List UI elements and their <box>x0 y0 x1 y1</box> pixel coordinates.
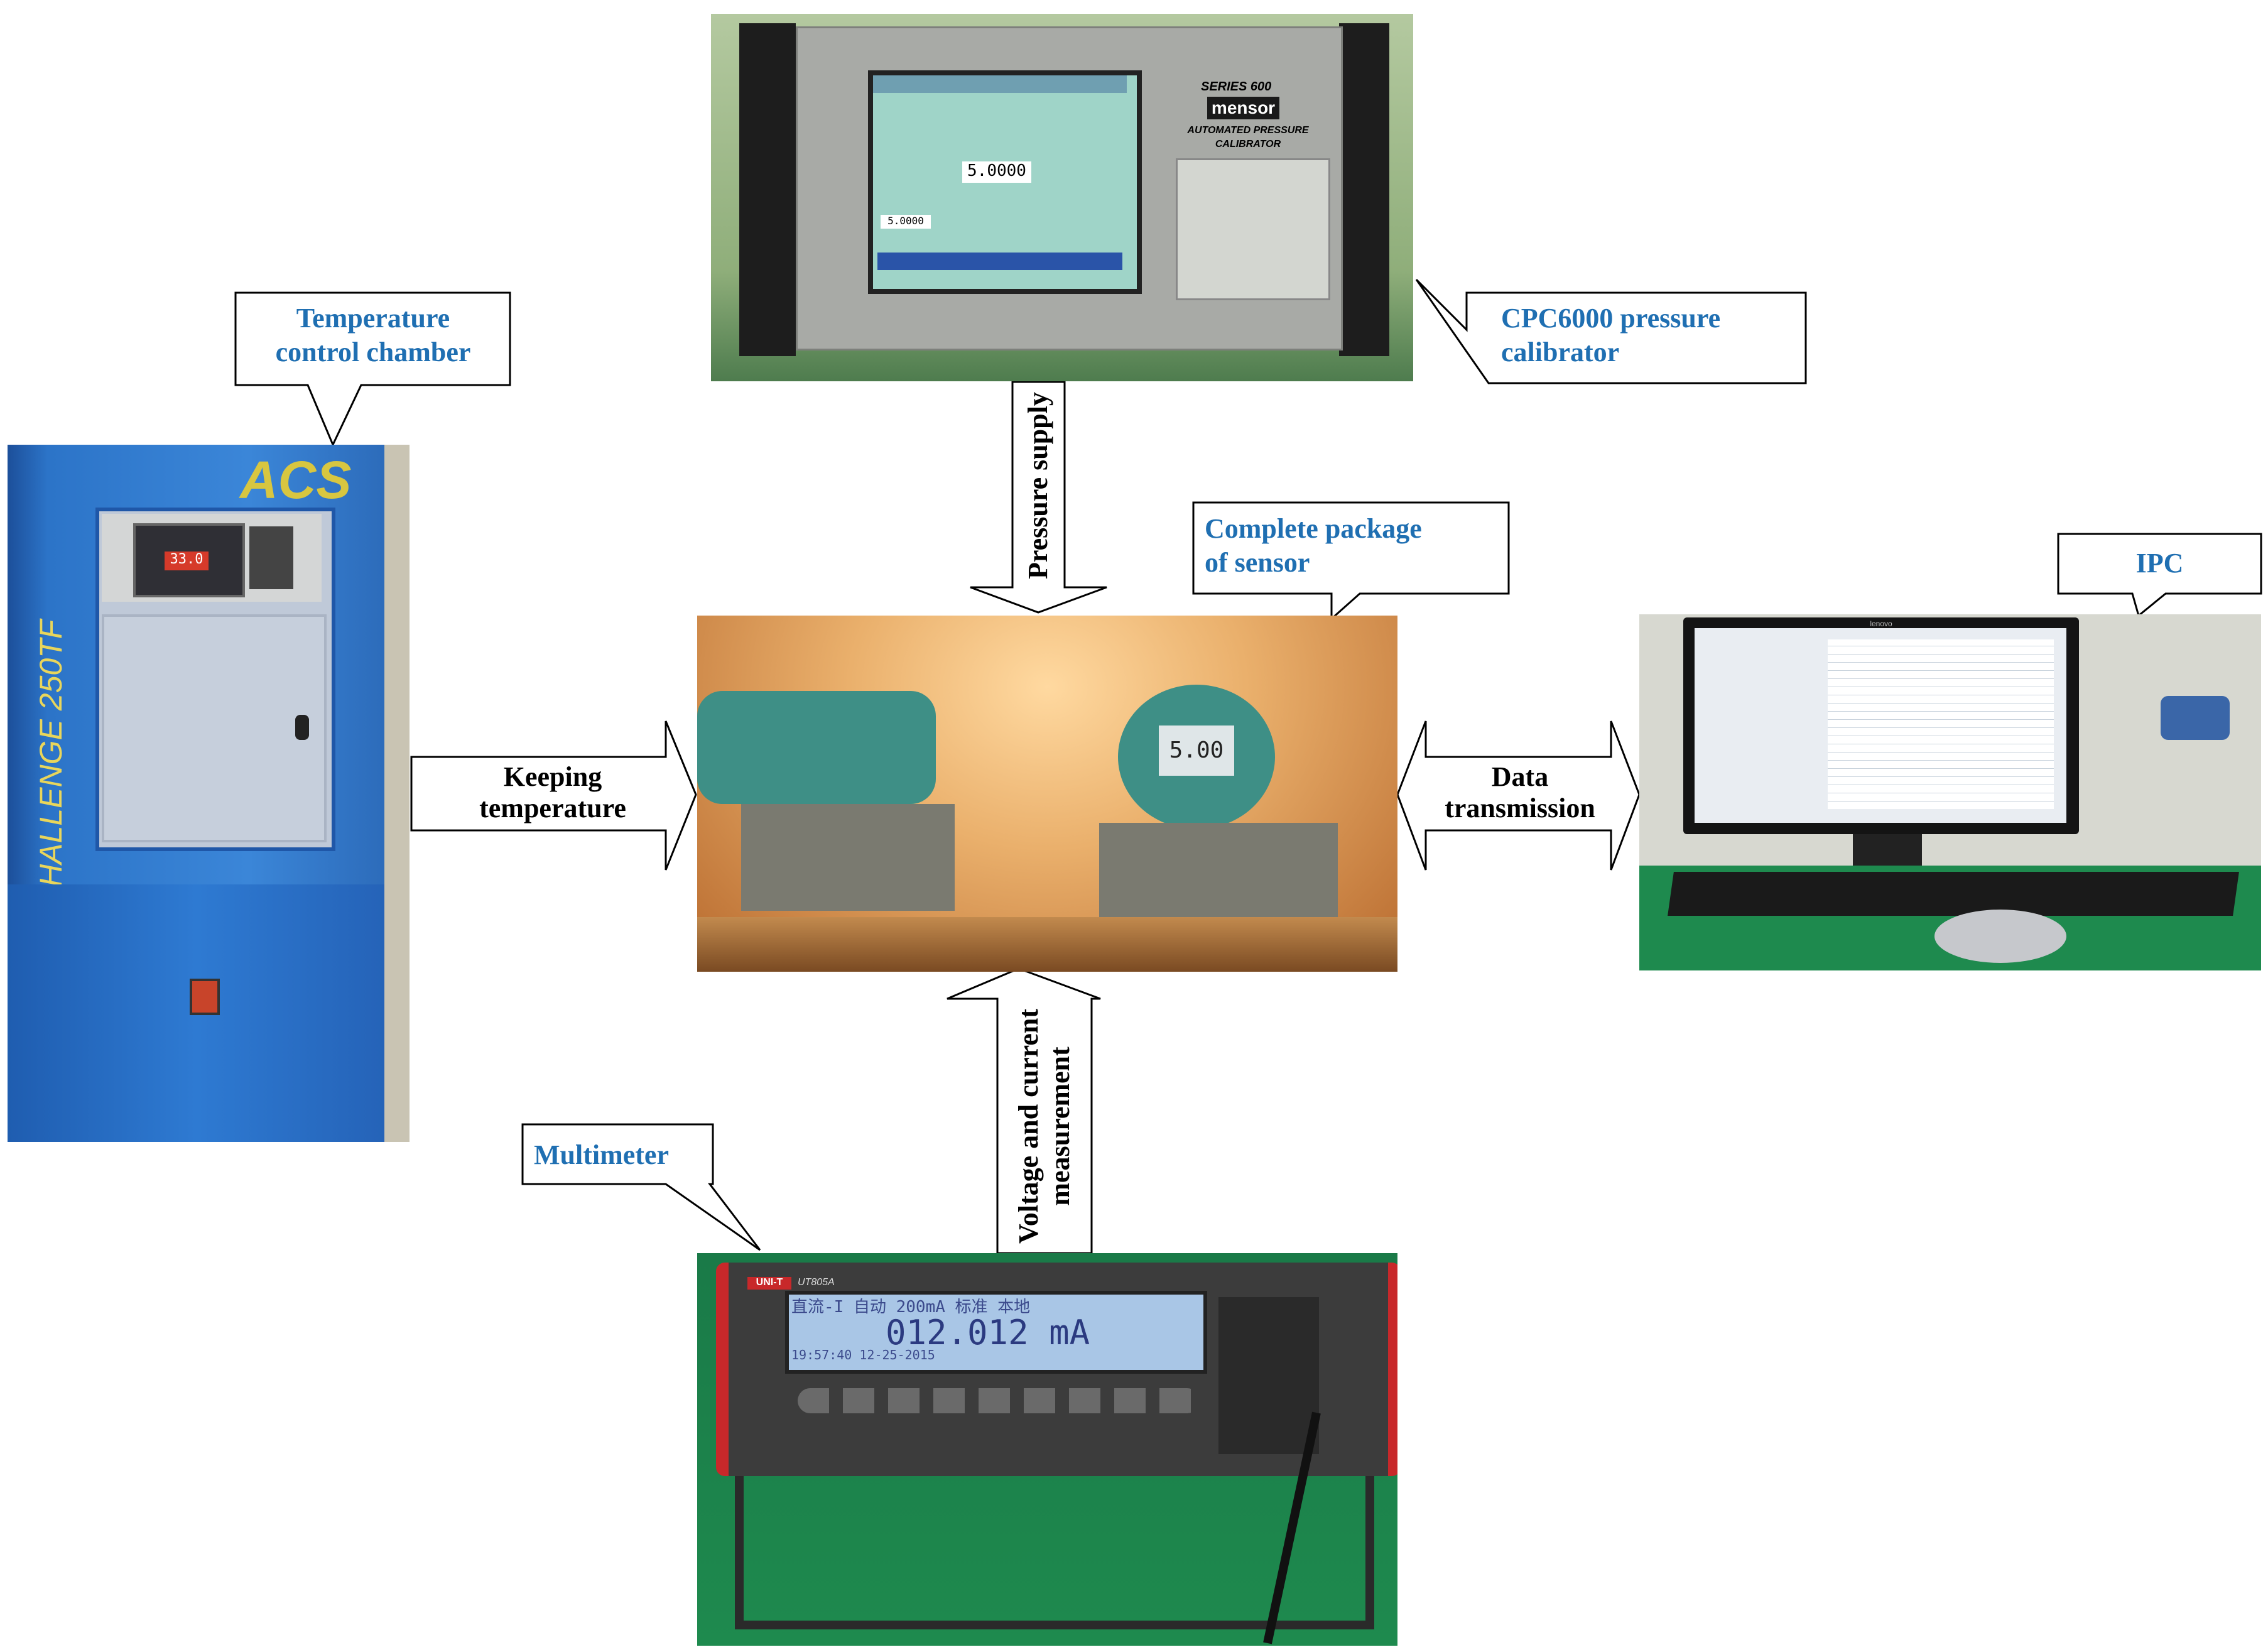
calibrator-rack-left <box>739 23 796 356</box>
calibrator-small-value: 5.0000 <box>881 215 931 229</box>
calibrator-screen-buttons <box>877 253 1122 270</box>
callout-multimeter <box>521 1123 761 1251</box>
multimeter-reading: 012.012 mA <box>886 1313 1090 1352</box>
sensor-left-housing <box>697 691 936 804</box>
arrow-label-pressure-supply: Pressure supply <box>1023 392 1053 579</box>
calibrator-screen-header <box>873 75 1127 93</box>
sensor-shelf <box>697 917 1397 972</box>
sensor-left-body <box>741 804 955 911</box>
arrow-pressure-supply <box>970 381 1107 614</box>
sensor-right-body <box>1099 823 1338 923</box>
multimeter-terminals <box>1218 1297 1319 1454</box>
callout-ipc <box>2057 533 2262 617</box>
callout-temperature-chamber <box>234 291 511 447</box>
ipc-screen-table <box>1828 639 2054 809</box>
chamber-controller <box>249 526 293 589</box>
callout-sensor-package <box>1192 501 1510 621</box>
arrow-label-keeping-temperature: Keeping temperature <box>479 761 626 823</box>
sensor-lcd-display: 5.00 <box>1159 725 1234 776</box>
photo-ipc: lenovo <box>1639 614 2261 970</box>
arrow-keeping-temperature <box>410 720 697 871</box>
callout-text-sensor-package: Complete package of sensor <box>1205 513 1422 578</box>
calibrator-brand-logo: mensor <box>1207 97 1279 119</box>
photo-sensor-package: 5.00 <box>697 616 1397 972</box>
multimeter-stand <box>735 1476 1374 1629</box>
callout-text-multimeter: Multimeter <box>534 1139 669 1170</box>
multimeter-buttons <box>798 1388 1200 1413</box>
callout-text-ipc: IPC <box>2135 548 2184 579</box>
arrow-voltage-current <box>947 967 1101 1254</box>
arrow-label-voltage-current: Voltage and current measurement <box>1013 1009 1075 1244</box>
calibrator-series-label: SERIES 600 <box>1201 80 1272 94</box>
chamber-model-text: CHALLENGE 250TF <box>33 619 68 910</box>
background-right <box>384 445 410 1142</box>
ipc-keyboard <box>1668 872 2239 916</box>
multimeter-lcd <box>785 1291 1207 1374</box>
callout-pressure-calibrator <box>1415 278 1807 384</box>
callout-text-pressure-calibrator: CPC6000 pressure calibrator <box>1501 303 1721 367</box>
calibrator-rack-right <box>1339 23 1389 356</box>
photo-pressure-calibrator: 5.0000 5.0000 SERIES 600 mensor AUTOMATE… <box>711 14 1413 381</box>
multimeter-model: UT805A <box>798 1277 835 1288</box>
multimeter-top-line: 直流-I 自动 200mA 标准 本地 <box>791 1298 1031 1317</box>
multimeter-brand: UNI-T <box>747 1277 791 1290</box>
photo-temperature-chamber: ACS CHALLENGE 250TF 33.0 <box>8 445 410 1142</box>
arrow-label-data-transmission: Data transmission <box>1445 761 1595 823</box>
calibrator-info-panel <box>1176 158 1330 300</box>
callout-text-temperature-chamber: Temperature control chamber <box>275 303 471 367</box>
ipc-monitor-brand: lenovo <box>1870 619 1892 628</box>
chamber-power-switch <box>190 979 220 1015</box>
multimeter-timestamp: 19:57:40 12-25-2015 <box>791 1347 935 1362</box>
ipc-device-blue <box>2161 696 2230 740</box>
calibrator-description: AUTOMATED PRESSURE CALIBRATOR <box>1187 125 1309 149</box>
photo-multimeter: UNI-T UT805A 直流-I 自动 200mA 标准 本地 012.012… <box>697 1253 1397 1646</box>
calibrator-main-value: 5.0000 <box>962 161 1031 183</box>
chamber-door-handle <box>295 715 309 740</box>
chamber-door-panel <box>102 614 327 842</box>
ipc-mouse <box>1934 910 2066 963</box>
chamber-brand-logo: ACS <box>240 450 352 509</box>
chamber-display-value: 33.0 <box>165 552 209 570</box>
ipc-monitor-stand <box>1853 834 1922 866</box>
